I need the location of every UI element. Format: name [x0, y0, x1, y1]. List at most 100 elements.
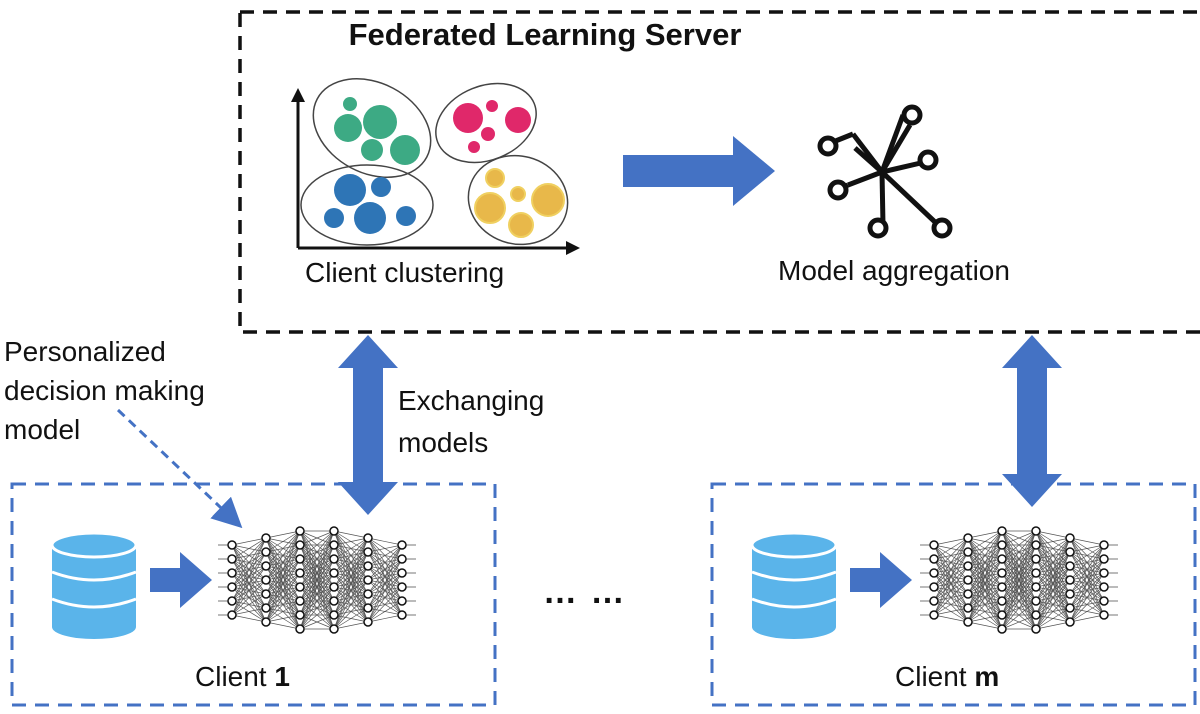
neuron: [363, 603, 373, 613]
neuron: [1031, 568, 1041, 578]
model-aggregation-label: Model aggregation: [778, 255, 1010, 286]
neuron: [1099, 582, 1109, 592]
database-icon-client-1: [50, 531, 138, 639]
neuron: [963, 575, 973, 585]
ellipsis: … …: [543, 573, 627, 611]
neuron: [261, 547, 271, 557]
neuron: [295, 540, 305, 550]
client-m-box: [710, 482, 1197, 707]
neuron: [397, 568, 407, 578]
client-1-box: [10, 482, 497, 707]
neuron: [227, 596, 237, 606]
neuron: [1099, 596, 1109, 606]
neuron: [261, 589, 271, 599]
cluster-blue: [300, 164, 434, 246]
neuron: [1065, 533, 1075, 543]
neuron: [295, 568, 305, 578]
neuron: [329, 596, 339, 606]
neuron: [1099, 568, 1109, 578]
neuron: [1065, 547, 1075, 557]
neuron: [329, 526, 339, 536]
neuron: [329, 568, 339, 578]
neuron: [1031, 540, 1041, 550]
neuron: [997, 554, 1007, 564]
cluster-green: [312, 77, 432, 179]
personalized-model-label: Personalized decision making model: [4, 336, 205, 445]
neuron: [1065, 589, 1075, 599]
neuron: [329, 582, 339, 592]
data-to-model-arrow-client-m: [850, 552, 912, 608]
exchanging-models-label: Exchanging models: [398, 385, 545, 458]
neuron: [963, 533, 973, 543]
neuron: [929, 540, 939, 550]
neuron: [963, 603, 973, 613]
neuron: [1099, 540, 1109, 550]
neuron: [295, 554, 305, 564]
neuron: [997, 624, 1007, 634]
neuron: [1031, 596, 1041, 606]
neuron: [1065, 603, 1075, 613]
neuron: [963, 547, 973, 557]
neuron: [1065, 617, 1075, 627]
client-m-label: Client m: [895, 661, 1000, 692]
neuron: [1099, 610, 1109, 620]
neuron: [329, 540, 339, 550]
neuron: [997, 610, 1007, 620]
neuron: [997, 526, 1007, 536]
neuron: [363, 617, 373, 627]
neuron: [227, 610, 237, 620]
client-clustering-label: Client clustering: [305, 257, 505, 288]
neuron: [997, 582, 1007, 592]
neuron: [929, 554, 939, 564]
neuron: [295, 624, 305, 634]
neuron: [261, 617, 271, 627]
clustering-axes: [291, 88, 580, 255]
neuron: [1065, 561, 1075, 571]
data-to-model-arrow-client-1: [150, 552, 212, 608]
neural-network-client-m: [920, 526, 1118, 634]
neuron: [963, 589, 973, 599]
personalized-model-pointer: [116, 408, 243, 529]
neuron: [397, 582, 407, 592]
cluster-pink: [435, 82, 537, 164]
neuron: [1031, 624, 1041, 634]
neuron: [295, 596, 305, 606]
neuron: [929, 596, 939, 606]
neuron: [963, 617, 973, 627]
neuron: [295, 610, 305, 620]
database-icon-client-m: [750, 531, 838, 639]
neuron: [397, 540, 407, 550]
neuron: [261, 561, 271, 571]
neuron: [1031, 526, 1041, 536]
neuron: [261, 575, 271, 585]
exchange-arrow-client-1: [338, 335, 398, 515]
neuron: [227, 540, 237, 550]
clustering-to-aggregation-arrow: [623, 136, 775, 206]
neuron: [363, 561, 373, 571]
neuron: [261, 533, 271, 543]
neuron: [363, 589, 373, 599]
neuron: [227, 582, 237, 592]
neuron: [1065, 575, 1075, 585]
neuron: [295, 526, 305, 536]
neuron: [329, 624, 339, 634]
neuron: [363, 547, 373, 557]
neuron: [929, 610, 939, 620]
neuron: [295, 582, 305, 592]
neuron: [963, 561, 973, 571]
neuron: [997, 596, 1007, 606]
neuron: [329, 610, 339, 620]
neuron: [397, 554, 407, 564]
neuron: [1031, 610, 1041, 620]
neuron: [1031, 582, 1041, 592]
neuron: [1099, 554, 1109, 564]
neuron: [1031, 554, 1041, 564]
neuron: [261, 603, 271, 613]
exchange-arrow-client-m: [1002, 335, 1062, 507]
neuron: [397, 610, 407, 620]
neuron: [363, 533, 373, 543]
server-title: Federated Learning Server: [348, 17, 742, 52]
neuron: [227, 554, 237, 564]
neuron: [997, 568, 1007, 578]
